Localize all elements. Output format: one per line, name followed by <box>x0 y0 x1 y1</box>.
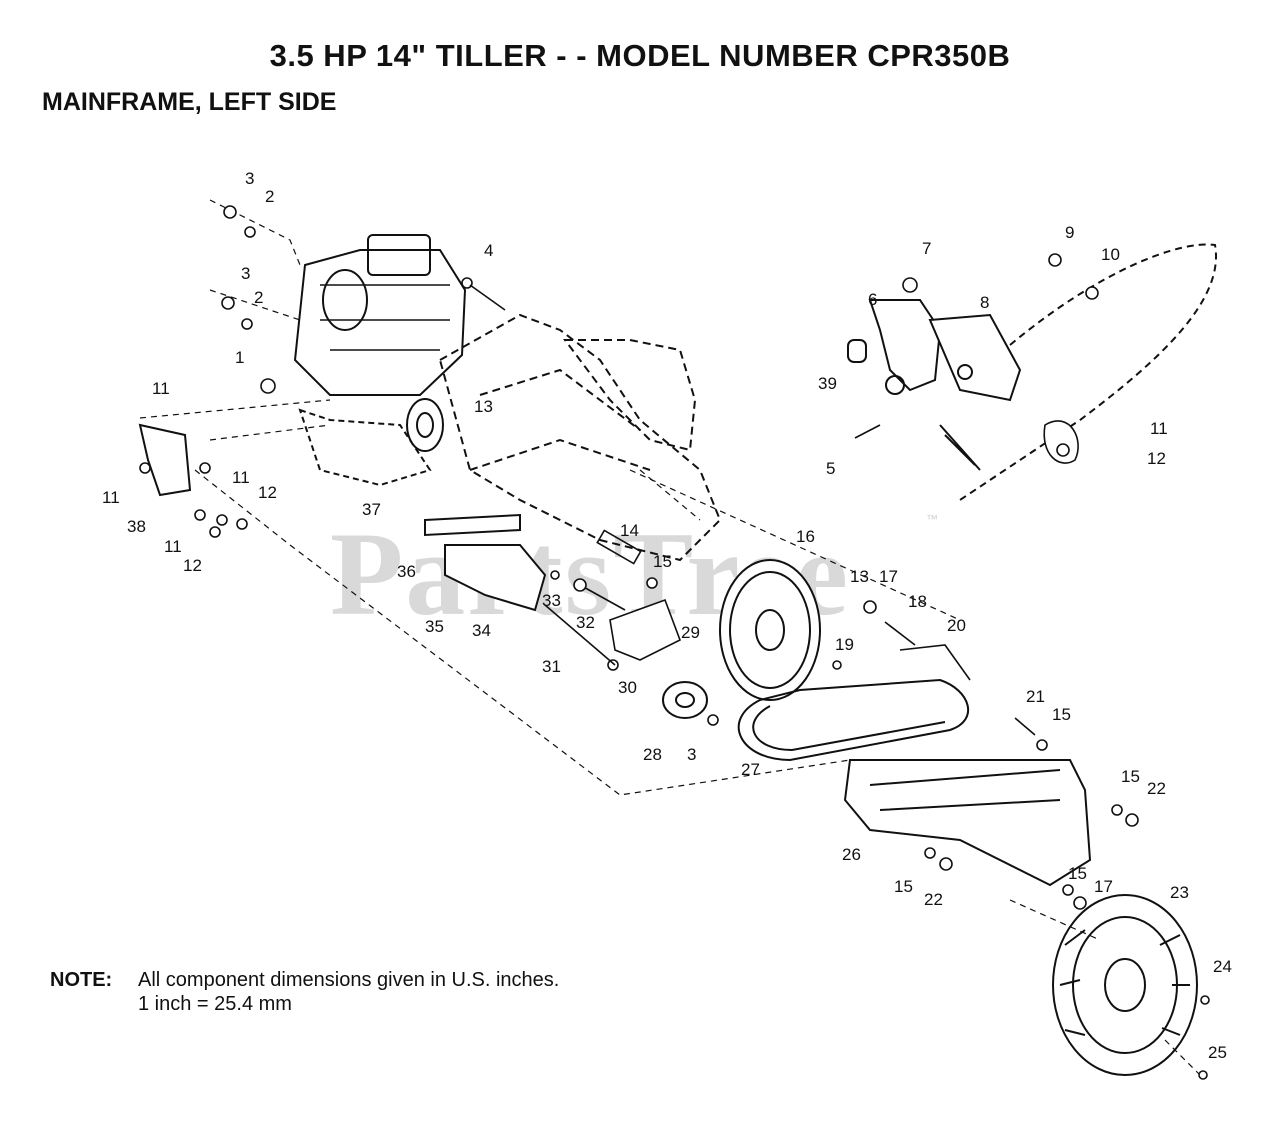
callout: 15 <box>653 552 672 571</box>
callout: 18 <box>908 592 927 611</box>
callout: 16 <box>796 527 815 546</box>
callout: 12 <box>1147 449 1166 468</box>
dimension-note: NOTE: All component dimensions given in U… <box>50 968 559 1016</box>
callout: 12 <box>258 483 277 502</box>
bracket-34-drawing <box>424 513 547 612</box>
callout: 14 <box>620 521 639 540</box>
callout: 11 <box>102 488 120 507</box>
callout: 29 <box>681 623 700 642</box>
callout: 15 <box>1052 705 1071 724</box>
callout: 11 <box>1150 419 1168 438</box>
tine-wheel-drawing <box>1052 894 1198 1076</box>
note-line-1: All component dimensions given in U.S. i… <box>138 969 560 991</box>
callout: 30 <box>618 678 637 697</box>
callout: 12 <box>183 556 202 575</box>
callout: 28 <box>643 745 662 764</box>
callout: 31 <box>542 657 561 676</box>
callout: 10 <box>1101 245 1120 264</box>
belt-drawing <box>737 678 970 762</box>
callout: 15 <box>894 877 913 896</box>
callout: 34 <box>472 621 491 640</box>
handle-bracket-drawing <box>847 243 1218 501</box>
callout: 3 <box>687 745 696 764</box>
engine-drawing <box>293 234 467 487</box>
leader-lines <box>139 199 1201 1076</box>
callout: 1 <box>235 348 244 367</box>
callout: 21 <box>1026 687 1045 706</box>
drive-pulley-drawing <box>719 559 821 701</box>
callout: 25 <box>1208 1043 1227 1062</box>
small-parts-drawing <box>461 277 1079 736</box>
callout: 2 <box>254 288 263 307</box>
callout: 17 <box>879 567 898 586</box>
callout: 38 <box>127 517 146 536</box>
diagram-subtitle: MAINFRAME, LEFT SIDE <box>42 88 337 116</box>
mainframe-drawing <box>438 313 722 562</box>
callout: 39 <box>818 374 837 393</box>
callout: 3 <box>241 264 250 283</box>
callout: 11 <box>232 468 250 487</box>
part-callouts: 3 2 3 2 1 4 11 13 37 11 38 11 12 11 12 3… <box>102 169 1232 1062</box>
callout: 22 <box>924 890 943 909</box>
note-label: NOTE: <box>50 969 113 991</box>
callout: 5 <box>826 459 835 478</box>
callout: 3 <box>245 169 254 188</box>
fastener-markers <box>139 205 1210 1080</box>
callout: 33 <box>542 591 561 610</box>
callout: 23 <box>1170 883 1189 902</box>
callout: 32 <box>576 613 595 632</box>
callout: 11 <box>164 537 182 556</box>
note-line-2: 1 inch = 25.4 mm <box>138 993 292 1015</box>
callout: 8 <box>980 293 989 312</box>
callout: 17 <box>1094 877 1113 896</box>
callout: 9 <box>1065 223 1074 242</box>
callout: 11 <box>152 379 170 398</box>
diagram-title: 3.5 HP 14" TILLER - - MODEL NUMBER CPR35… <box>269 38 1011 73</box>
callout: 26 <box>842 845 861 864</box>
callout: 15 <box>1068 864 1087 883</box>
callout: 35 <box>425 617 444 636</box>
callout: 2 <box>265 187 274 206</box>
callout: 13 <box>474 397 493 416</box>
bracket-38-drawing <box>138 423 192 497</box>
engine-pulley-drawing <box>406 398 444 452</box>
idler-pulley-drawing <box>662 681 708 719</box>
callout: 24 <box>1213 957 1232 976</box>
callout: 6 <box>868 290 877 309</box>
callout: 22 <box>1147 779 1166 798</box>
callout: 13 <box>850 567 869 586</box>
callout: 7 <box>922 239 931 258</box>
watermark-trademark: ™ <box>926 512 938 526</box>
callout: 27 <box>741 760 760 779</box>
callout: 19 <box>835 635 854 654</box>
callout: 37 <box>362 500 381 519</box>
belt-guard-drawing <box>843 759 1092 887</box>
callout: 20 <box>947 616 966 635</box>
callout: 4 <box>484 241 493 260</box>
callout: 36 <box>397 562 416 581</box>
callout: 15 <box>1121 767 1140 786</box>
